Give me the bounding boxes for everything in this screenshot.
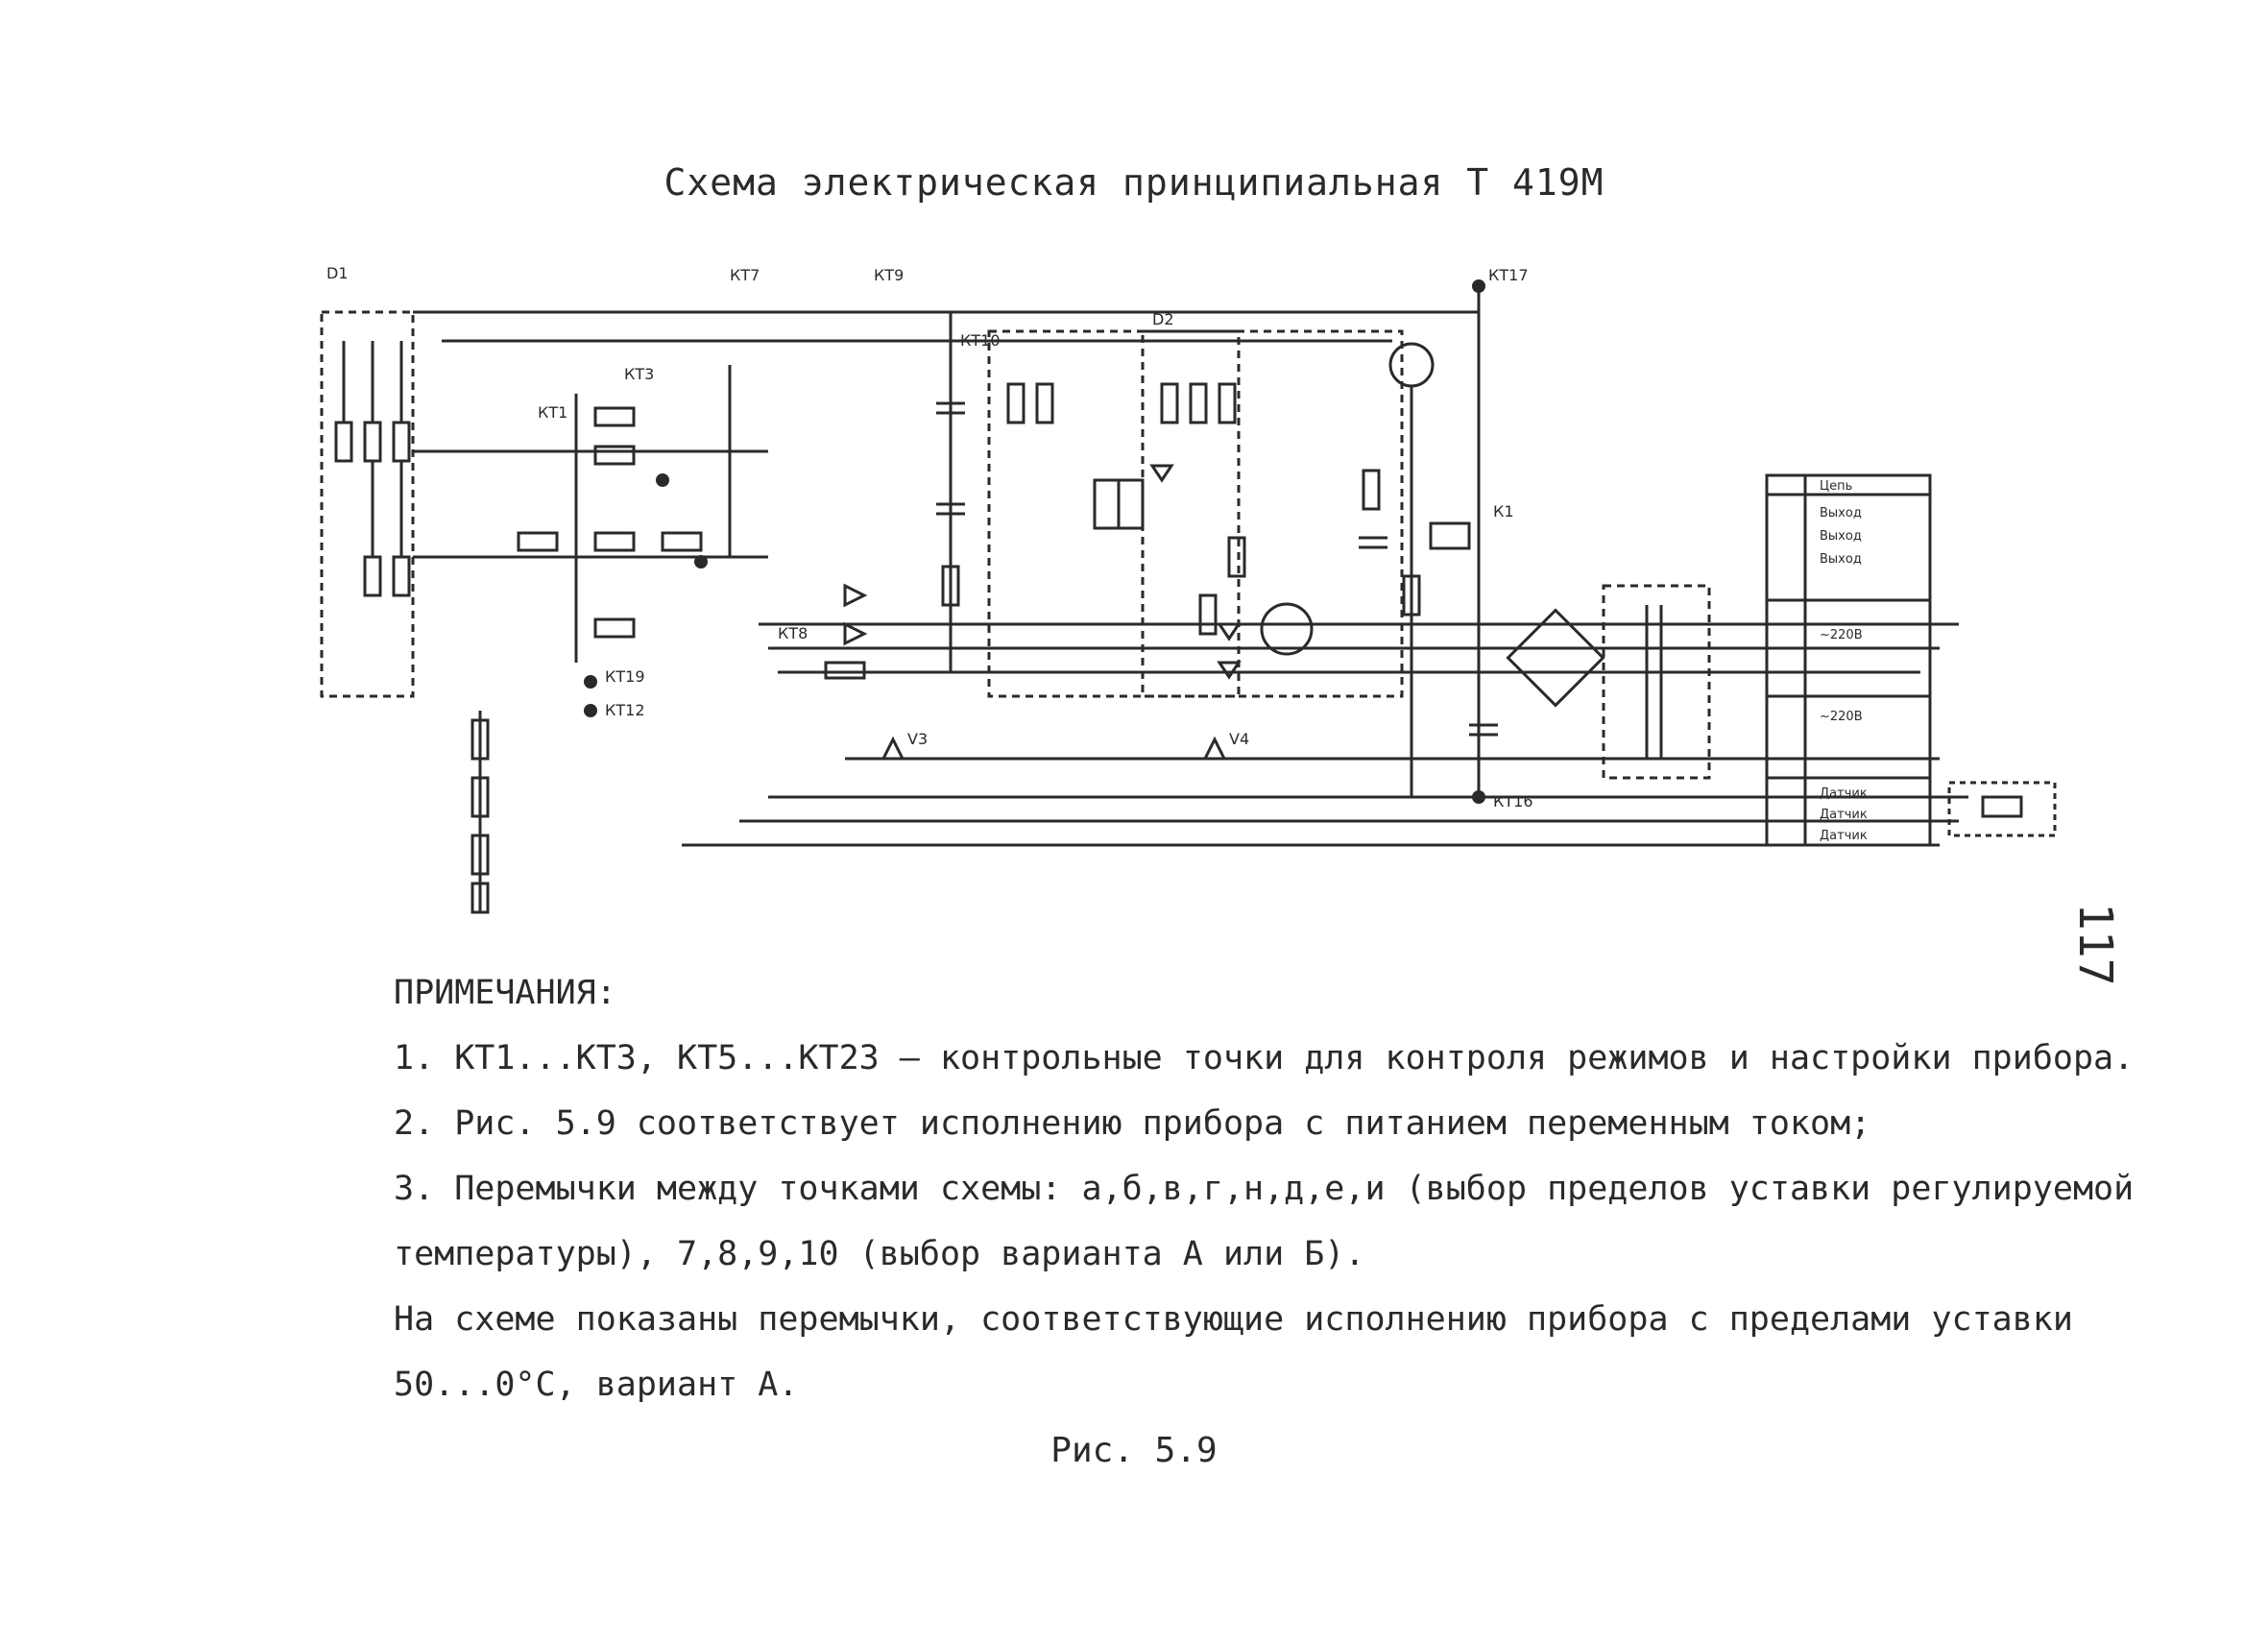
kt19-label: КТ19: [605, 667, 645, 686]
terminal-label: Датчик: [1820, 829, 1868, 843]
resistor: [593, 445, 636, 466]
terminal-label: Цепь: [1820, 479, 1852, 494]
v3-label: V3: [907, 730, 928, 748]
note-line: На схеме показаны перемычки, соответству…: [394, 1300, 2073, 1339]
d1-label: D1: [326, 264, 349, 282]
resistor: [1006, 382, 1025, 424]
resistor: [470, 776, 490, 818]
relay-coil-k1: [1429, 521, 1471, 550]
terminal-label: Датчик: [1820, 808, 1868, 822]
resistor: [1227, 536, 1246, 578]
zener-diode-v3: [881, 736, 905, 761]
resistor: [941, 565, 960, 607]
kt17-label: КТ17: [1488, 266, 1529, 284]
resistor: [1035, 382, 1054, 424]
resistor: [392, 555, 411, 597]
diode: [1149, 464, 1174, 483]
led-indicator: [1388, 342, 1435, 388]
circuit-schematic: КТ7 КТ9 КТ17 КТ1 КТ3 КТ10 КТ16 КТ19 КТ12…: [320, 264, 2057, 914]
bridge-rectifier: [1506, 608, 1605, 708]
switch-block: [320, 310, 415, 698]
diode: [843, 583, 868, 608]
thermistor: [1981, 795, 2023, 818]
resistor: [1160, 382, 1179, 424]
note-line: 2. Рис. 5.9 соответствует исполнению при…: [394, 1104, 1871, 1143]
diode: [843, 621, 868, 646]
terminal-label: ~220В: [1820, 710, 1863, 724]
kt3-label: КТ3: [624, 365, 654, 383]
zener-diode-v4: [1202, 736, 1227, 761]
resistor: [470, 882, 490, 914]
kt10-label: КТ10: [960, 331, 1001, 350]
test-point: [584, 675, 597, 689]
test-point: [694, 555, 708, 568]
terminal-label: ~220В: [1820, 628, 1863, 642]
resistor: [363, 555, 382, 597]
resistor: [824, 661, 866, 680]
page-title: Схема электрическая принципиальная Т 419…: [664, 161, 1604, 204]
note-line: 50...0°С, вариант А.: [394, 1366, 799, 1404]
note-line: 3. Перемычки между точками схемы: а,б,в,…: [394, 1170, 2135, 1208]
notes-heading: ПРИМЕЧАНИЯ:: [394, 974, 616, 1012]
test-point: [1472, 279, 1485, 293]
terminal-label: Выход: [1820, 506, 1862, 520]
resistor: [470, 718, 490, 761]
terminal-label: Датчик: [1820, 786, 1868, 801]
resistor: [1402, 574, 1421, 617]
transformer-block: [1602, 584, 1711, 780]
test-point: [1472, 790, 1485, 804]
diode: [1217, 661, 1242, 680]
sensor-probe: [1947, 781, 2057, 837]
kt12-label: КТ12: [605, 701, 645, 719]
v4-label: V4: [1229, 730, 1249, 748]
resistor: [1362, 469, 1381, 511]
resistor: [1198, 593, 1218, 636]
potentiometer: [661, 531, 703, 552]
terminal-block: [1765, 473, 1932, 847]
ic-d1-block: [987, 329, 1241, 698]
resistor: [363, 421, 382, 463]
kt16-label: КТ16: [1493, 792, 1533, 810]
test-point: [584, 704, 597, 717]
kt9-label: КТ9: [874, 266, 904, 284]
note-line: температуры), 7,8,9,10 (выбор варианта А…: [394, 1235, 1365, 1273]
potentiometer: [593, 617, 636, 639]
notes-section: ПРИМЕЧАНИЯ: 1. КТ1...КТ3, КТ5...КТ23 – к…: [394, 960, 2135, 1417]
resistor: [1189, 382, 1208, 424]
terminal-label: Выход: [1820, 552, 1862, 567]
potentiometer: [517, 531, 559, 552]
resistor: [470, 834, 490, 876]
potentiometer: [593, 531, 636, 552]
kt7-label: КТ7: [730, 266, 760, 284]
kt1-label: КТ1: [538, 403, 567, 422]
kt8-label: КТ8: [778, 624, 808, 642]
diode: [1217, 622, 1242, 641]
d2-label: D2: [1152, 310, 1174, 328]
note-line: 1. КТ1...КТ3, КТ5...КТ23 – контрольные т…: [394, 1039, 2135, 1077]
resistor: [1218, 382, 1237, 424]
test-point: [656, 473, 669, 487]
figure-caption: Рис. 5.9: [1050, 1431, 1218, 1470]
ic-d2-block: [1141, 329, 1404, 698]
transistor: [1260, 602, 1314, 656]
resistor: [593, 406, 636, 427]
k1-label: К1: [1493, 502, 1514, 520]
terminal-label: Выход: [1820, 529, 1862, 544]
resistor: [334, 421, 353, 463]
resistor: [392, 421, 411, 463]
